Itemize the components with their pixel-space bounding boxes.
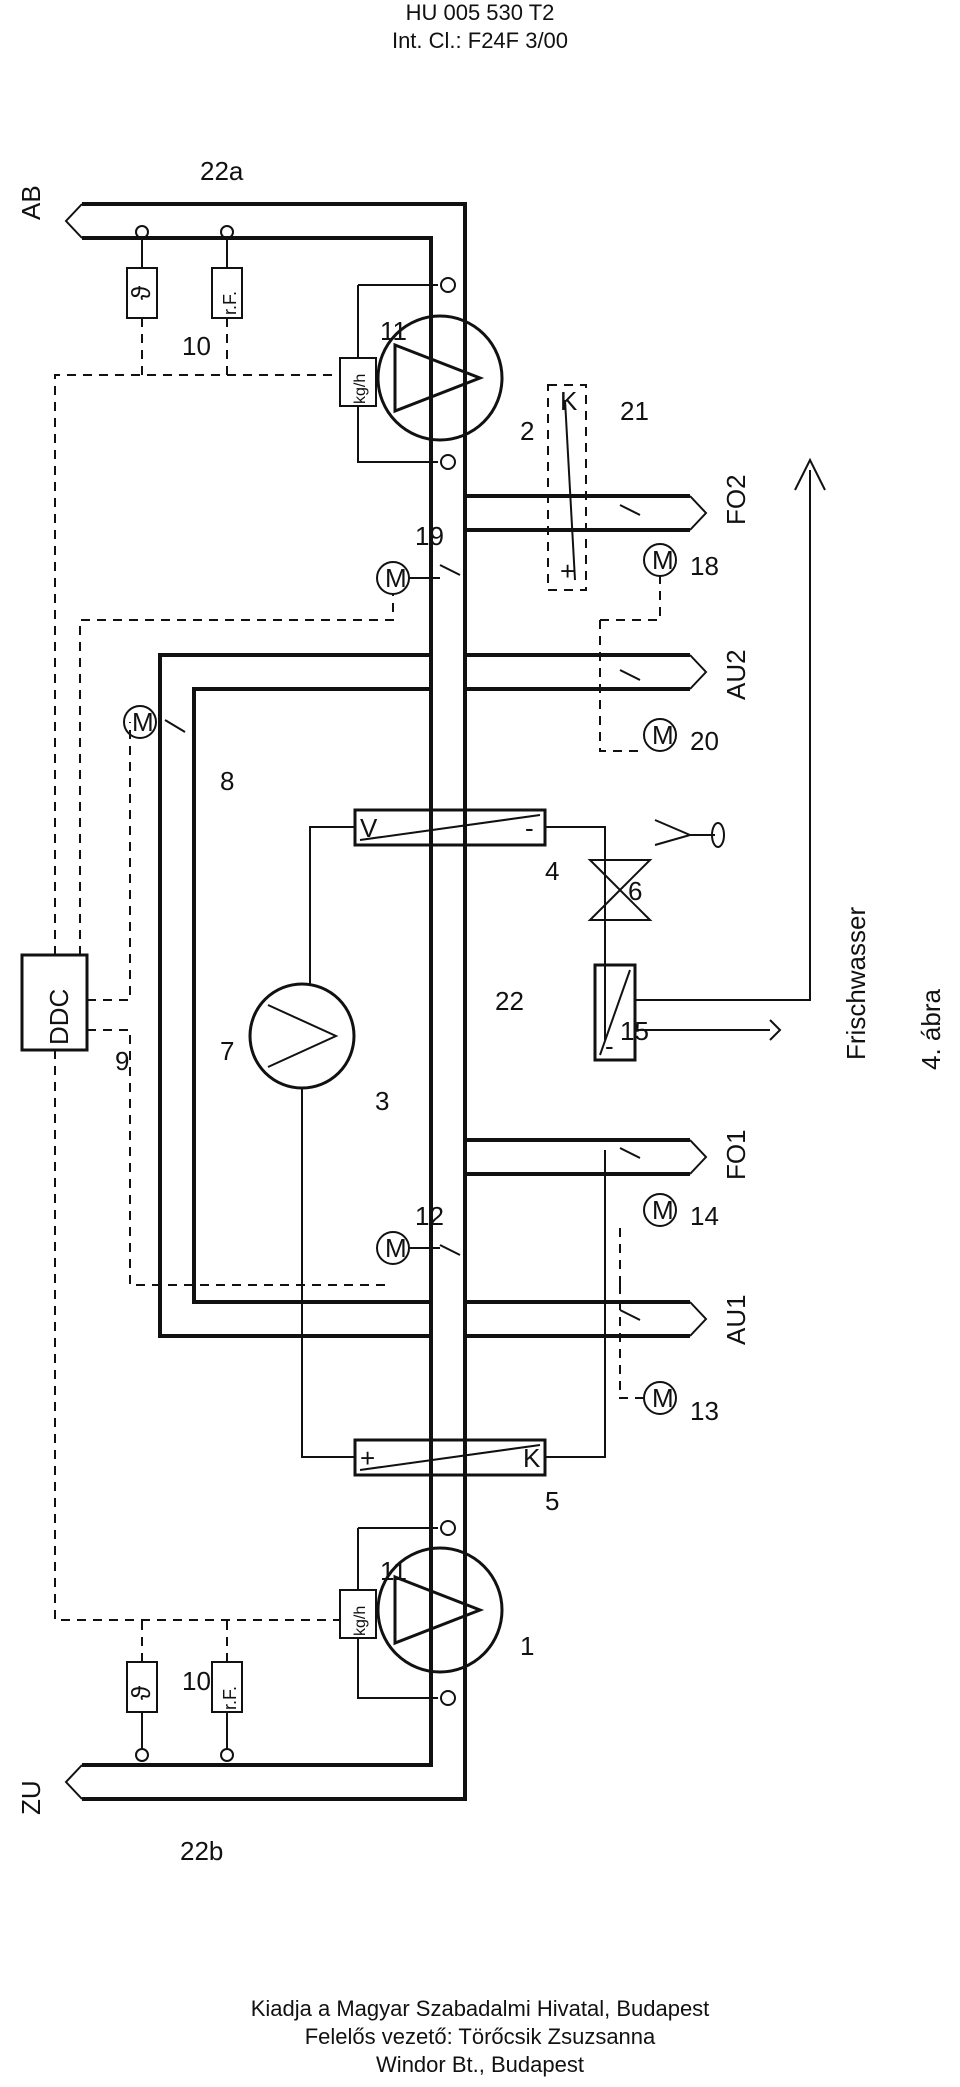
hx5-k-sign: K [523,1443,541,1473]
damper-8 [123,705,186,739]
ref-14: 14 [690,1201,719,1231]
ref-6: 6 [628,876,642,906]
humidity-sensor-top-symbol: r.F. [220,291,240,315]
port-fo2: FO2 [721,474,751,525]
port-au2: AU2 [721,649,751,700]
fresh-water-line [635,457,826,1041]
ref-11-bottom: 11 [380,1556,407,1586]
valve-6 [587,859,653,921]
humidity-sensor-bottom-symbol: r.F. [220,1686,240,1710]
motor-12-symbol: M [385,1233,407,1263]
hx15-minus-sign: - [605,1031,614,1061]
fan-2 [376,277,504,470]
sensors-top [126,225,243,319]
compressor-3 [248,826,606,1458]
motor-20-symbol: M [652,720,674,750]
bypass-duct [158,653,431,1338]
main-duct [82,202,467,1801]
motor-14-symbol: M [652,1195,674,1225]
damper-20 [619,669,677,752]
ref-22a: 22a [200,156,244,186]
port-ab: AB [16,185,46,220]
document-number: HU 005 530 T2 [405,0,555,25]
fan-1 [376,1520,504,1706]
hx5-plus-sign: + [360,1443,375,1473]
ref-11-top: 11 [380,316,407,346]
int-classification: Int. Cl.: F24F 3/00 [391,28,569,53]
ref-15: 15 [620,1016,649,1046]
damper-12 [376,1231,461,1265]
hx4-minus-sign: - [525,813,534,843]
temp-sensor-top-symbol: ϑ [126,285,156,300]
ref-5: 5 [545,1486,559,1516]
flow-sensor-bottom-symbol: kg/h [352,1606,369,1636]
ref-22: 22 [495,986,524,1016]
humidifier-plus-sign: + [560,556,575,586]
ref-7: 7 [220,1036,234,1066]
branch-ducts-right [465,494,708,691]
motor-13-symbol: M [652,1383,674,1413]
ref-20: 20 [690,726,719,756]
ref-8: 8 [220,766,234,796]
humidifier-21 [547,384,587,591]
ref-4: 4 [545,856,559,886]
port-fo1: FO1 [721,1129,751,1180]
heat-exchanger-4 [353,808,547,847]
ddc-label: DDC [44,989,74,1045]
control-wiring [54,318,661,1662]
humidifier-k-sign: K [560,386,578,416]
label-frischwasser: Frischwasser [841,907,871,1060]
ref-21: 21 [620,396,649,426]
port-au1: AU1 [721,1294,751,1345]
heat-exchanger-15 [593,963,637,1062]
footer-printer: Windor Bt., Budapest [376,2052,584,2077]
flow-sensor-top [339,284,438,463]
heat-exchanger-5 [353,1438,547,1477]
motor-18-symbol: M [652,545,674,575]
footer-responsible: Felelős vezető: Törőcsik Zsuzsanna [304,2024,656,2049]
ref-9: 9 [115,1046,129,1076]
ref-2: 2 [520,416,534,446]
figure-caption: 4. ábra [916,989,946,1070]
ref-3: 3 [375,1086,389,1116]
duct-zu-end [64,1764,83,1800]
damper-14 [619,1147,677,1227]
drain-symbol [654,819,725,848]
flow-sensor-bottom [339,1527,438,1699]
ref-19: 19 [415,521,444,551]
motor-19-symbol: M [385,563,407,593]
motor-8-symbol: M [132,707,154,737]
ref-1: 1 [520,1631,534,1661]
temp-sensor-bottom-symbol: ϑ [126,1685,156,1700]
ref-12: 12 [415,1201,444,1231]
hx4-v-sign: V [360,813,378,843]
footer-publisher: Kiadja a Magyar Szabadalmi Hivatal, Buda… [250,1996,710,2021]
ref-13: 13 [690,1396,719,1426]
branch-ducts-left [465,1138,708,1338]
ref-22b: 22b [180,1836,223,1866]
ref-10-bottom: 10 [182,1666,211,1696]
duct-ab-end [64,203,83,239]
ref-18: 18 [690,551,719,581]
flow-sensor-top-symbol: kg/h [352,374,369,404]
ref-10-top: 10 [182,331,211,361]
port-zu: ZU [16,1780,46,1815]
